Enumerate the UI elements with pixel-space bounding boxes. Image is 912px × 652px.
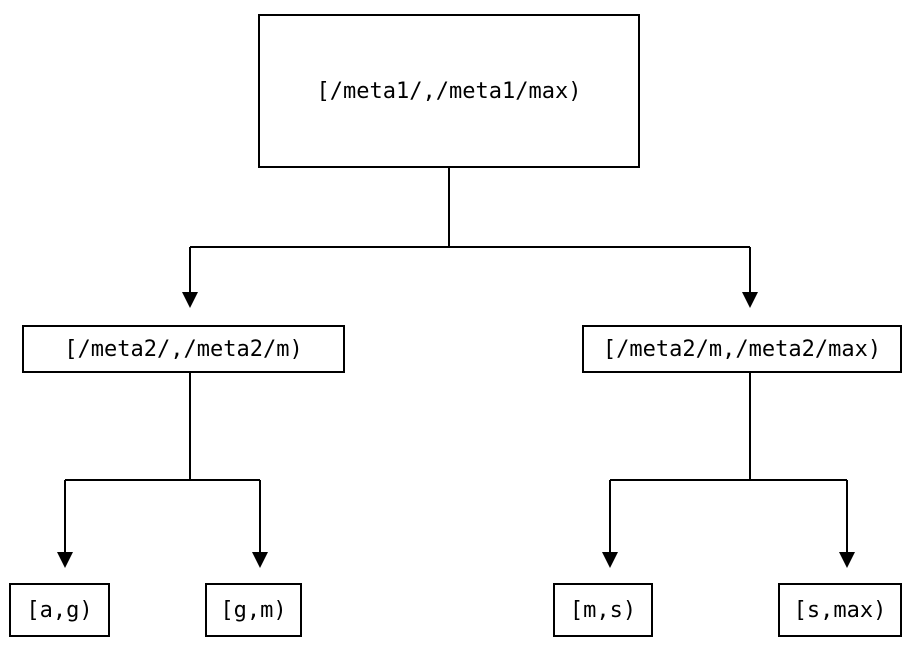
node-label: [/meta1/,/meta1/max): [316, 78, 582, 104]
node-left-range: [/meta2/,/meta2/m): [22, 325, 345, 373]
edge-left-to-leaves: [57, 373, 268, 568]
node-root-range: [/meta1/,/meta1/max): [258, 14, 640, 168]
node-label: [s,max): [793, 597, 887, 623]
node-leaf-range: [s,max): [778, 583, 902, 637]
arrow-down-icon: [839, 552, 855, 568]
edge-right-to-leaves: [602, 373, 855, 568]
node-label: [m,s): [569, 597, 637, 623]
arrow-down-icon: [182, 292, 198, 308]
arrow-down-icon: [252, 552, 268, 568]
arrow-down-icon: [742, 292, 758, 308]
node-label: [a,g): [26, 597, 93, 623]
node-label: [/meta2/m,/meta2/max): [602, 336, 882, 362]
edge-root-to-children: [182, 168, 758, 308]
node-label: [/meta2/,/meta2/m): [64, 336, 303, 362]
node-right-range: [/meta2/m,/meta2/max): [582, 325, 902, 373]
arrow-down-icon: [57, 552, 73, 568]
node-leaf-range: [a,g): [9, 583, 110, 637]
node-leaf-range: [g,m): [205, 583, 302, 637]
arrow-down-icon: [602, 552, 618, 568]
node-leaf-range: [m,s): [553, 583, 653, 637]
node-label: [g,m): [220, 597, 287, 623]
